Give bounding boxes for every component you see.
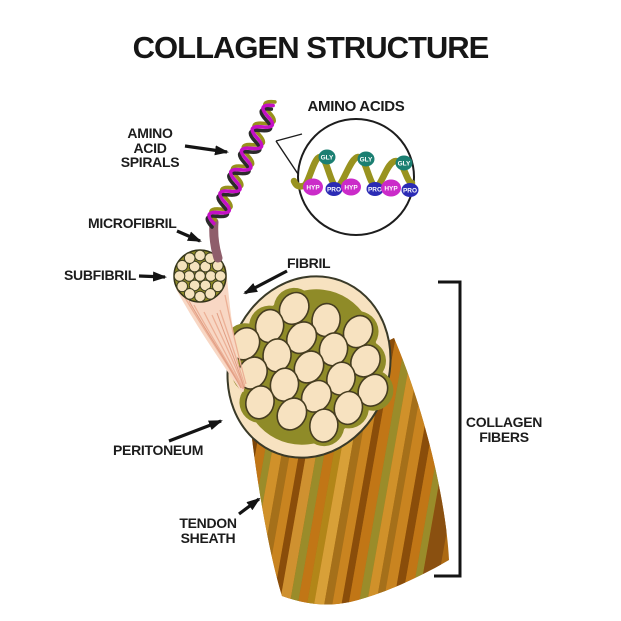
pro-badge: PRO	[325, 182, 343, 196]
collagen-fibers-label: COLLAGEN FIBERS	[456, 415, 552, 444]
hyp-badge: HYP	[381, 179, 401, 197]
gly-badge: GLY	[318, 149, 336, 165]
amino-acids-magnifier: GLY GLY GLY HYP PRO HYP PRO HYP	[290, 118, 419, 236]
collagen-fibers-line2: FIBERS	[479, 428, 529, 445]
pro-badge: PRO	[401, 183, 419, 197]
collagen-fibers-line1: COLLAGEN	[465, 414, 543, 430]
hyp-badge: HYP	[341, 178, 361, 196]
tendon-sheath-line1: TENDON	[179, 515, 237, 531]
pro-badge: PRO	[366, 182, 384, 196]
subfibril-cross-section	[173, 249, 227, 303]
svg-text:PRO: PRO	[403, 187, 417, 194]
fiber-cross-section	[224, 275, 394, 459]
hyp-badge: HYP	[303, 178, 323, 196]
svg-text:HYP: HYP	[344, 184, 358, 191]
svg-text:PRO: PRO	[327, 186, 341, 193]
collagen-fibers-bracket	[434, 280, 462, 578]
gly-badge: GLY	[395, 155, 413, 171]
amino-acid-spirals-line1: AMINO	[127, 125, 173, 141]
triple-helix	[205, 99, 277, 229]
fibril-label: FIBRIL	[287, 255, 331, 271]
tendon-sheath-line2: SHEATH	[180, 529, 236, 546]
amino-acid-spirals-line2: ACID	[133, 139, 167, 156]
peritoneum-arrow	[168, 419, 223, 443]
callout-lines	[275, 133, 303, 178]
tendon-sheath-arrow	[238, 497, 261, 516]
subfibril-arrow	[138, 271, 167, 282]
gly-badge: GLY	[357, 151, 375, 167]
fibril-bundles	[229, 291, 389, 443]
fibril-arrow	[243, 269, 288, 295]
amino-acids-heading: AMINO ACIDS	[307, 98, 405, 115]
page-title: COLLAGEN STRUCTURE	[132, 30, 490, 65]
peritoneum-label: PERITONEUM	[113, 442, 204, 458]
amino-acid-spirals-label: AMINO ACID SPIRALS	[108, 126, 192, 170]
svg-text:GLY: GLY	[398, 160, 411, 167]
amino-acid-spirals-arrow	[184, 144, 229, 156]
tendon-sheath-label: TENDON SHEATH	[162, 516, 254, 545]
svg-text:HYP: HYP	[306, 184, 320, 191]
svg-text:HYP: HYP	[384, 185, 398, 192]
subfibril-label: SUBFIBRIL	[64, 267, 136, 283]
microfibril-arrow	[176, 229, 202, 243]
pointer-arrows	[138, 144, 288, 516]
svg-text:PRO: PRO	[368, 186, 382, 193]
microfibril-label: MICROFIBRIL	[88, 215, 177, 231]
amino-acid-spirals-line3: SPIRALS	[120, 154, 180, 171]
svg-text:GLY: GLY	[360, 156, 373, 163]
microfibril-stem	[209, 217, 223, 263]
svg-text:GLY: GLY	[321, 154, 334, 161]
